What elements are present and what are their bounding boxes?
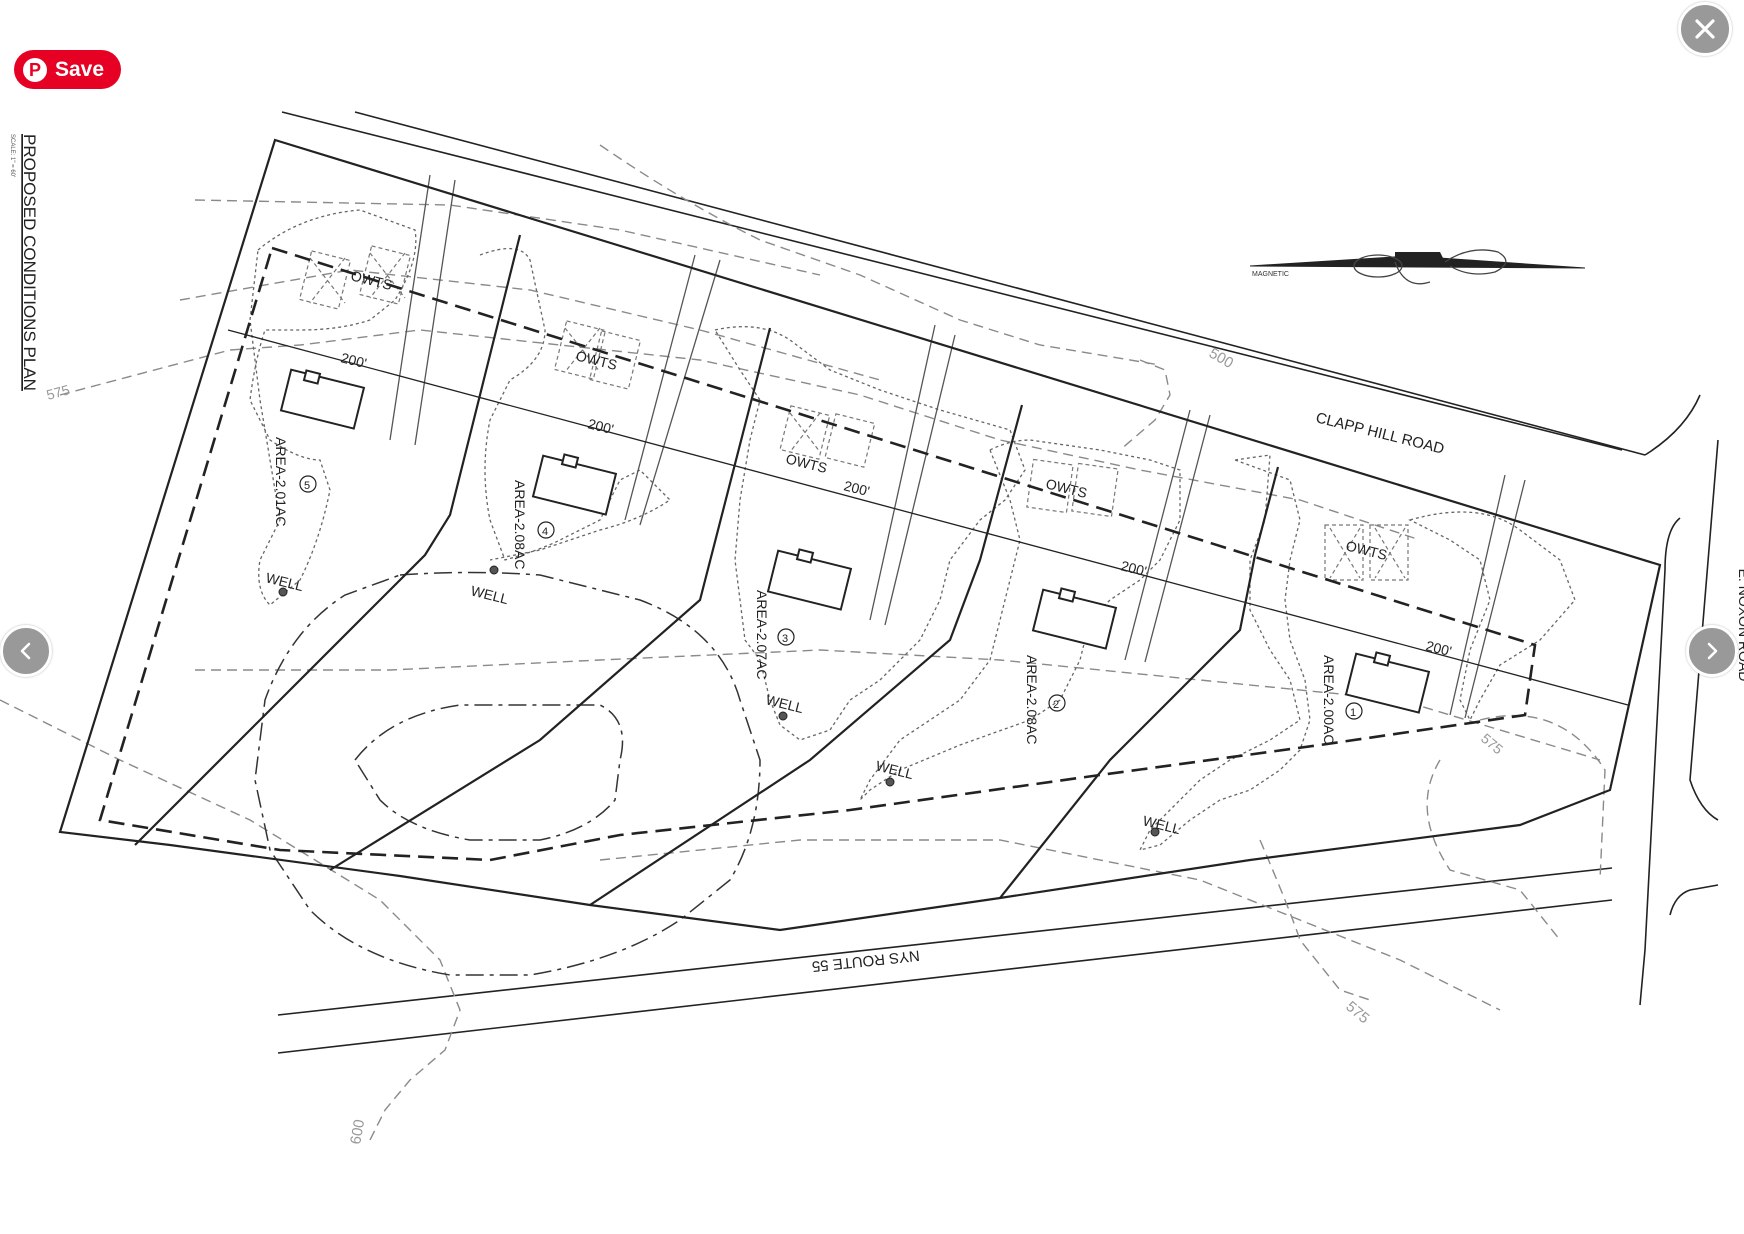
contour-label-575-left: 575 xyxy=(45,381,72,403)
lot-2-owts: OWTS xyxy=(1044,475,1089,501)
lot-4-area: AREA-2.08AC xyxy=(512,480,528,569)
next-image-button[interactable] xyxy=(1686,625,1738,677)
lot-2-area: AREA-2.08AC xyxy=(1024,655,1040,744)
contour-lines xyxy=(0,144,1606,1141)
nys-route-55 xyxy=(277,867,1613,1054)
lot-5-number: 5 xyxy=(304,480,310,492)
close-button[interactable] xyxy=(1678,2,1732,56)
wetland-boundary xyxy=(254,571,761,976)
lot-1-well: WELL xyxy=(1141,812,1182,837)
pinterest-save-button[interactable]: P Save xyxy=(14,50,121,89)
property-lines xyxy=(58,138,1662,932)
lot-1-area: AREA-2.00AC xyxy=(1321,655,1337,744)
chevron-left-icon xyxy=(20,642,31,660)
lot-2-number: 2 xyxy=(1053,699,1059,711)
lot-4-well: WELL xyxy=(469,582,510,607)
plan-title: PROPOSED CONDITIONS PLAN xyxy=(20,134,39,391)
lot-1-setback: 200' xyxy=(1424,637,1453,659)
plan-scale-note: SCALE: 1" = 60' xyxy=(9,134,15,177)
chevron-right-icon xyxy=(1707,642,1718,660)
lot-1-owts: OWTS xyxy=(1344,537,1389,563)
lot-2-well: WELL xyxy=(874,757,915,782)
lot-3-area: AREA-2.07AC xyxy=(754,590,770,679)
save-button-label: Save xyxy=(55,57,105,81)
clapp-hill-road-label: CLAPP HILL ROAD xyxy=(1314,409,1446,457)
owts-boxes xyxy=(298,245,1409,581)
lot-5-area: AREA-2.01AC xyxy=(273,437,289,526)
clapp-hill-road xyxy=(281,111,1701,456)
north-arrow-label: MAGNETIC xyxy=(1252,271,1289,278)
pinterest-logo-icon: P xyxy=(23,57,47,82)
previous-image-button[interactable] xyxy=(0,625,52,677)
contour-label-575-bottom: 575 xyxy=(1342,998,1372,1027)
lot-1-number: 1 xyxy=(1350,707,1356,719)
lot-3-owts: OWTS xyxy=(784,450,829,476)
lot-5-setback: 200' xyxy=(339,349,368,371)
noxon-road-label: E. NOXON ROAD xyxy=(1736,569,1744,682)
lot-4-setback: 200' xyxy=(586,415,615,437)
lot-5-owts: OWTS xyxy=(349,267,394,293)
contour-label-500: 500 xyxy=(1206,345,1236,372)
houses xyxy=(279,368,1431,714)
lot-3-number: 3 xyxy=(782,633,788,645)
north-arrow: MAGNETIC xyxy=(1249,249,1586,285)
lot-3-setback: 200' xyxy=(842,477,871,499)
close-icon xyxy=(1695,19,1715,39)
e-noxon-road xyxy=(1639,439,1719,1006)
contour-label-600: 600 xyxy=(347,1118,368,1146)
contour-label-575-right: 575 xyxy=(1478,730,1506,757)
setback-line xyxy=(98,246,1629,862)
lot-4-number: 4 xyxy=(542,526,548,538)
driveways xyxy=(389,174,1526,719)
lot-2-setback: 200' xyxy=(1119,557,1148,579)
well-markers xyxy=(278,565,1160,837)
